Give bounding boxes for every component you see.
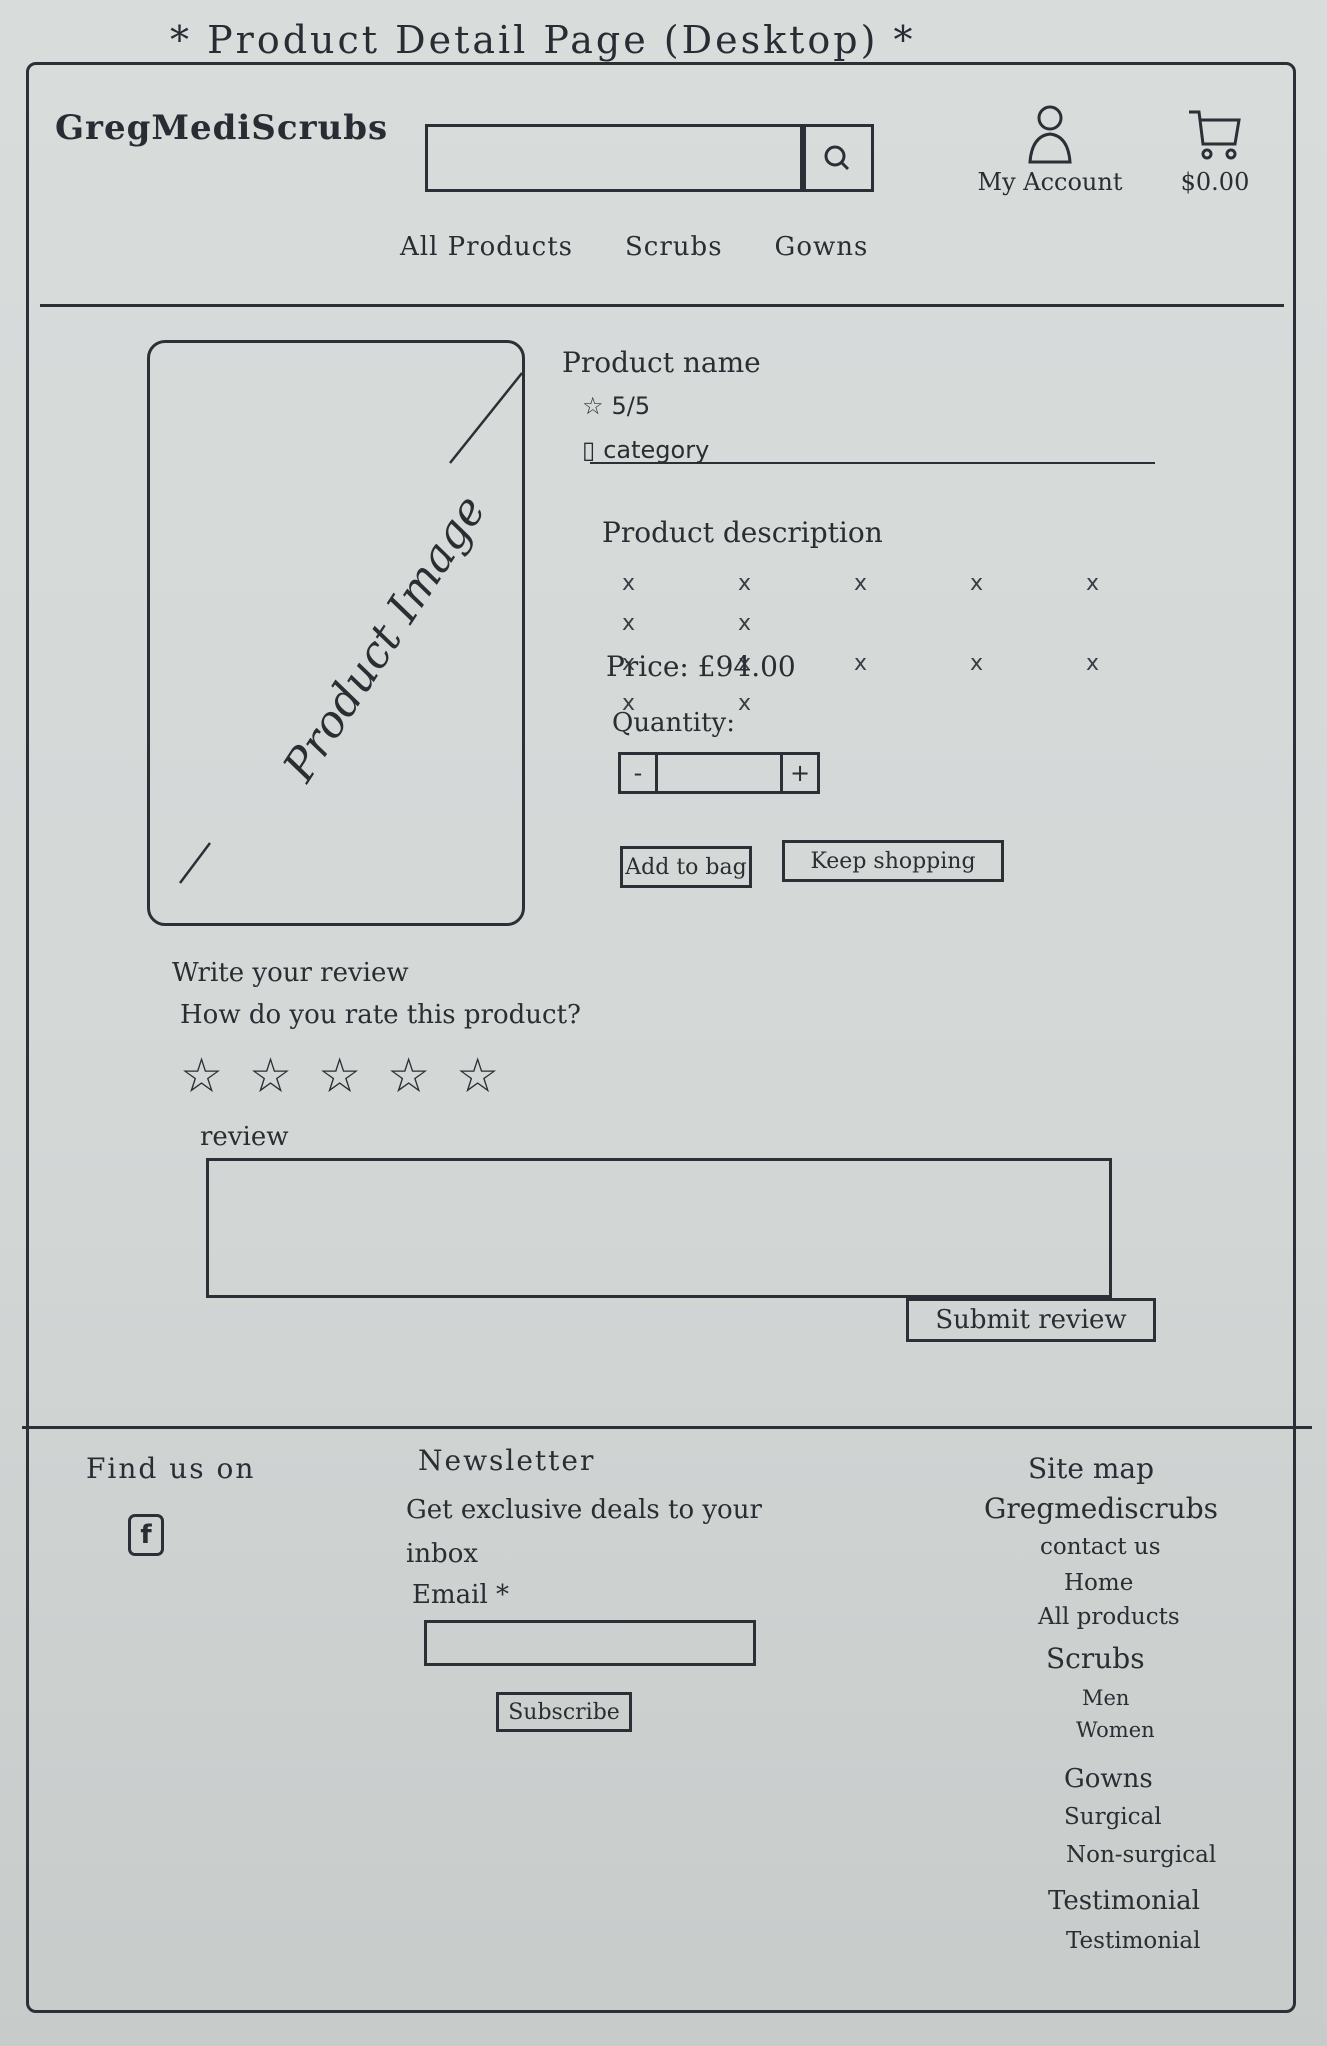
search-input[interactable] [425,124,806,192]
star-1-icon[interactable]: ☆ [180,1048,224,1104]
sitemap-link-home-brand[interactable]: Gregmediscrubs [984,1492,1219,1525]
site-logo[interactable]: GregMediScrubs [55,108,389,148]
star-5-icon[interactable]: ☆ [456,1048,500,1104]
user-icon [1028,105,1072,164]
product-image: Product Image [147,340,525,926]
quantity-stepper[interactable]: - + [618,752,820,794]
description-heading: Product description [602,516,883,549]
review-textarea[interactable] [206,1158,1112,1298]
sitemap-link-men[interactable]: Men [1082,1686,1130,1710]
description-text: x x x x x x x x x x x x x x [622,564,1162,724]
sitemap-link-testimonial[interactable]: Testimonial [1048,1886,1201,1916]
main-nav: All Products Scrubs Gowns [400,232,868,262]
add-to-bag-button[interactable]: Add to bag [620,846,752,888]
account-link[interactable]: My Account [975,104,1125,196]
subscribe-button[interactable]: Subscribe [496,1692,632,1732]
header-divider [40,304,1284,307]
review-question: How do you rate this product? [180,1000,581,1030]
product-rating: ☆ 5/5 [582,392,650,420]
facebook-icon[interactable]: f [128,1514,164,1556]
description-line: x x x x x x x [622,651,1148,716]
email-label: Email * [412,1580,510,1610]
sitemap-heading: Site map [1028,1452,1155,1485]
product-category: ▯ category [582,436,709,464]
sitemap-link-home[interactable]: Home [1064,1570,1134,1596]
footer-divider [22,1426,1312,1429]
sitemap-link-surgical[interactable]: Surgical [1064,1804,1162,1830]
nav-scrubs[interactable]: Scrubs [625,232,723,262]
keep-shopping-button[interactable]: Keep shopping [782,840,1004,882]
nav-all-products[interactable]: All Products [400,232,573,262]
sitemap-link-all-products[interactable]: All products [1038,1604,1180,1630]
submit-review-button[interactable]: Submit review [906,1298,1156,1342]
review-heading: Write your review [172,958,409,988]
category-label: category [603,436,710,464]
star-icon: ☆ [582,392,604,420]
rating-stars: ☆ ☆ ☆ ☆ ☆ [180,1052,499,1100]
star-2-icon[interactable]: ☆ [249,1048,293,1104]
star-4-icon[interactable]: ☆ [387,1048,431,1104]
search-button[interactable] [800,124,874,192]
quantity-label: Quantity: [612,708,735,738]
sketch-title: * Product Detail Page (Desktop) * [170,18,916,62]
nav-gowns[interactable]: Gowns [774,232,869,262]
account-label: My Account [977,168,1123,196]
sitemap-link-gowns[interactable]: Gowns [1064,1764,1153,1794]
browser-frame [26,62,1296,2013]
info-divider [590,462,1155,464]
tag-icon: ▯ [582,436,596,464]
quantity-increment-button[interactable]: + [780,755,817,791]
rating-value: 5/5 [611,392,651,420]
star-3-icon[interactable]: ☆ [318,1048,362,1104]
sitemap-link-contact[interactable]: contact us [1040,1534,1161,1560]
email-field[interactable] [424,1620,756,1666]
product-price: Price: £94.00 [606,650,796,683]
cart-icon [1189,110,1241,160]
sitemap-link-women[interactable]: Women [1076,1718,1155,1742]
review-label: review [200,1122,289,1152]
newsletter-text: Get exclusive deals to your inbox [406,1495,762,1569]
cart-link[interactable]: $0.00 [1160,104,1270,196]
image-placeholder-lines [179,372,522,884]
quantity-decrement-button[interactable]: - [621,755,658,791]
find-us-heading: Find us on [86,1452,256,1485]
quantity-input[interactable] [658,755,780,791]
search-icon [824,145,850,171]
newsletter-heading: Newsletter [418,1444,596,1477]
description-line: x x x x x x x [622,571,1148,636]
sitemap-link-testimonial-2[interactable]: Testimonial [1066,1928,1201,1954]
sitemap-link-scrubs[interactable]: Scrubs [1046,1642,1145,1675]
sitemap-link-non-surgical[interactable]: Non-surgical [1066,1842,1217,1868]
product-name: Product name [562,346,761,379]
cart-total: $0.00 [1180,168,1250,196]
